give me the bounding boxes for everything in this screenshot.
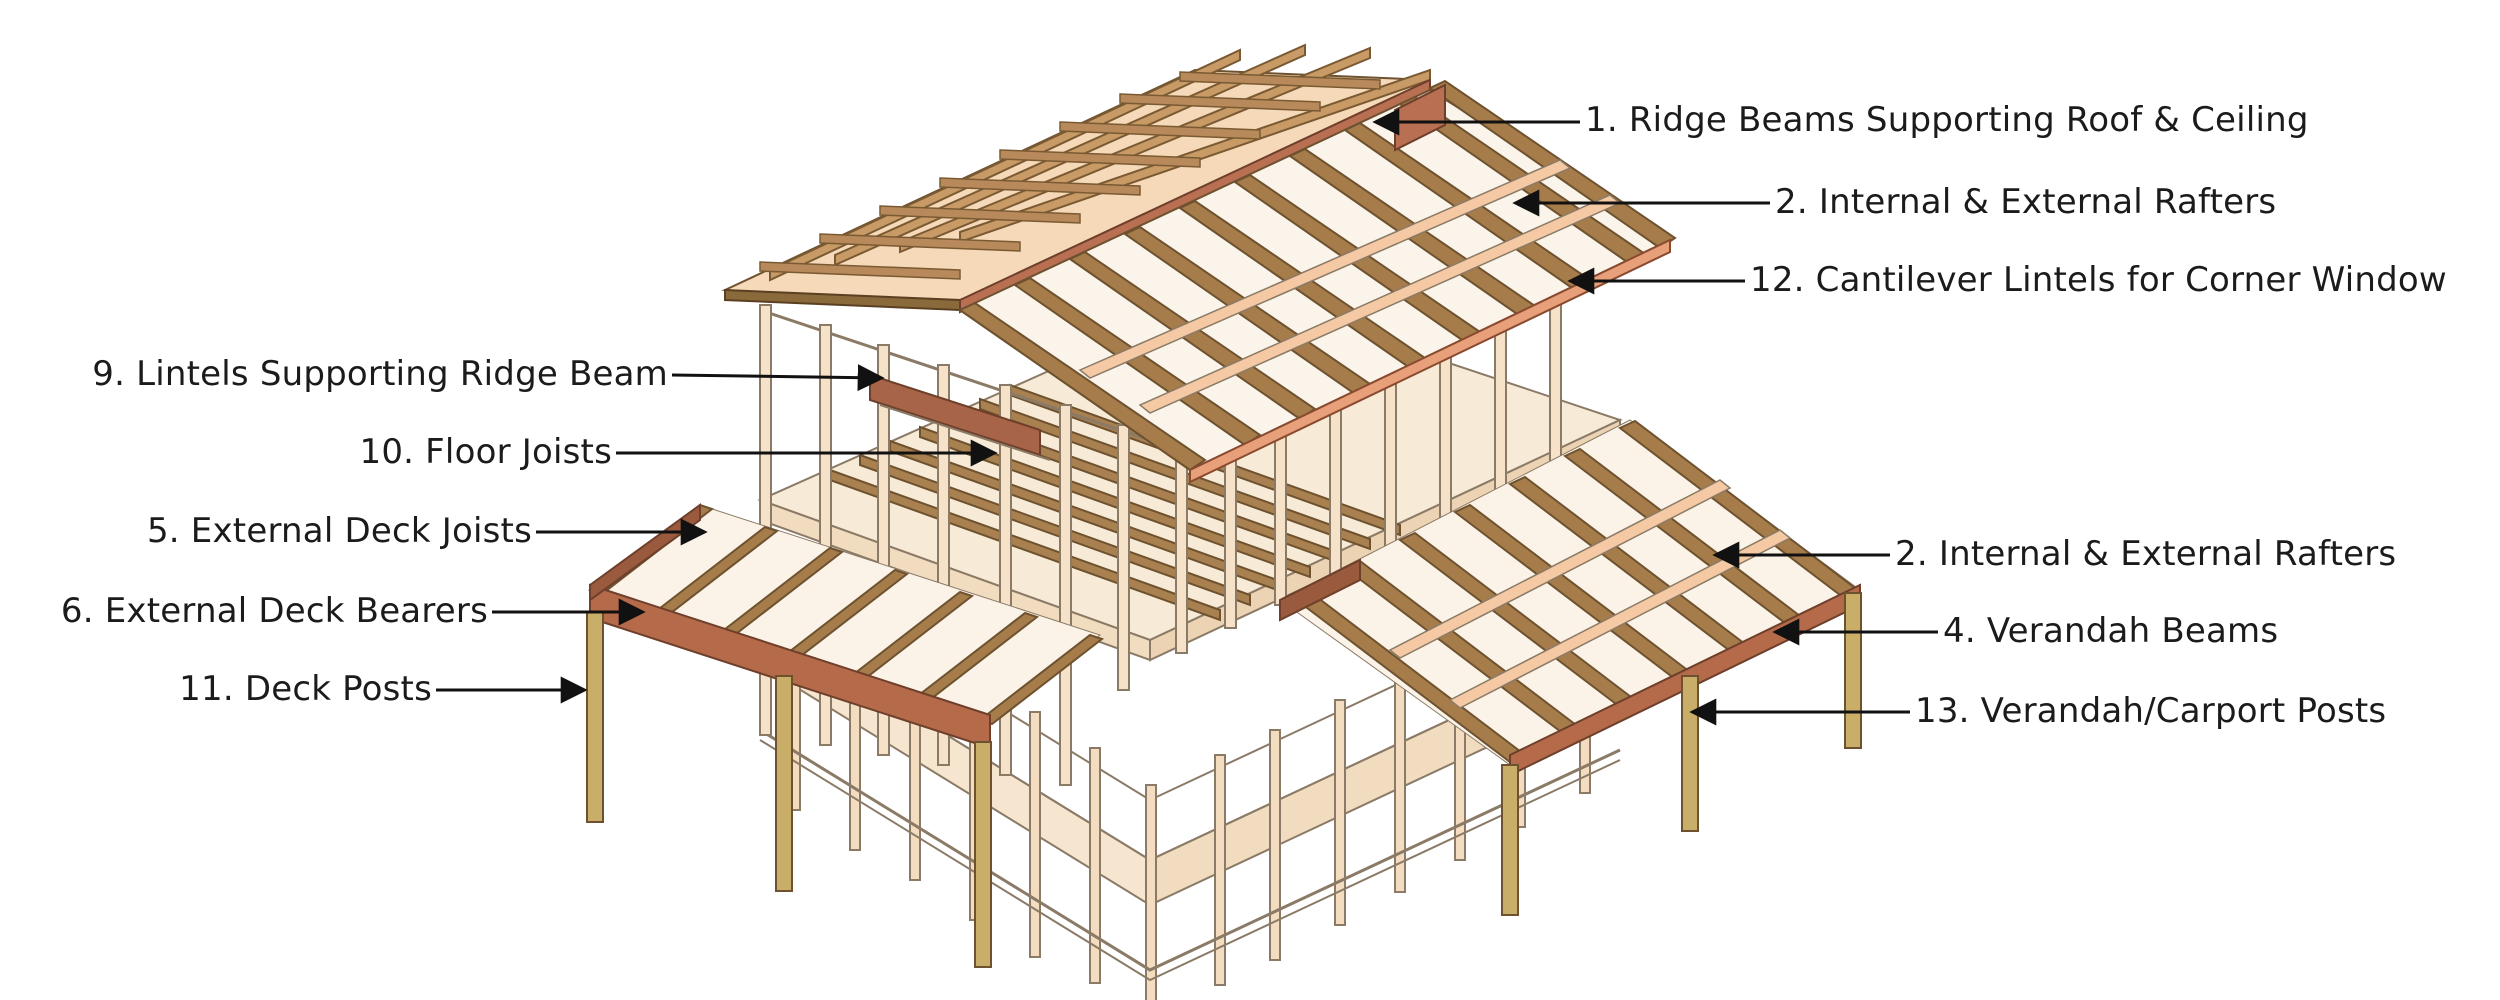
label-cantilever-lintels: 12. Cantilever Lintels for Corner Window xyxy=(1750,260,2447,300)
label-verandah-beams: 4. Verandah Beams xyxy=(1943,611,2279,651)
label-ridge-beams: 1. Ridge Beams Supporting Roof & Ceiling xyxy=(1585,100,2309,140)
label-external-deck-joists: 5. External Deck Joists xyxy=(146,511,532,551)
verandah xyxy=(1279,419,1862,916)
callout-leaders xyxy=(436,108,1938,726)
label-internal-external-rafters-upper: 2. Internal & External Rafters xyxy=(1775,182,2277,222)
main-roof xyxy=(721,43,1677,484)
label-verandah-carport-posts: 13. Verandah/Carport Posts xyxy=(1915,691,2387,731)
label-floor-joists: 10. Floor Joists xyxy=(359,432,612,472)
left-deck xyxy=(586,503,1105,968)
label-lintels-supporting-ridge-beam: 9. Lintels Supporting Ridge Beam xyxy=(92,354,668,394)
label-internal-external-rafters-lower: 2. Internal & External Rafters xyxy=(1895,534,2397,574)
upper-wall-frame xyxy=(759,288,1562,786)
label-deck-posts: 11. Deck Posts xyxy=(179,669,432,709)
label-external-deck-bearers: 6. External Deck Bearers xyxy=(60,591,488,631)
